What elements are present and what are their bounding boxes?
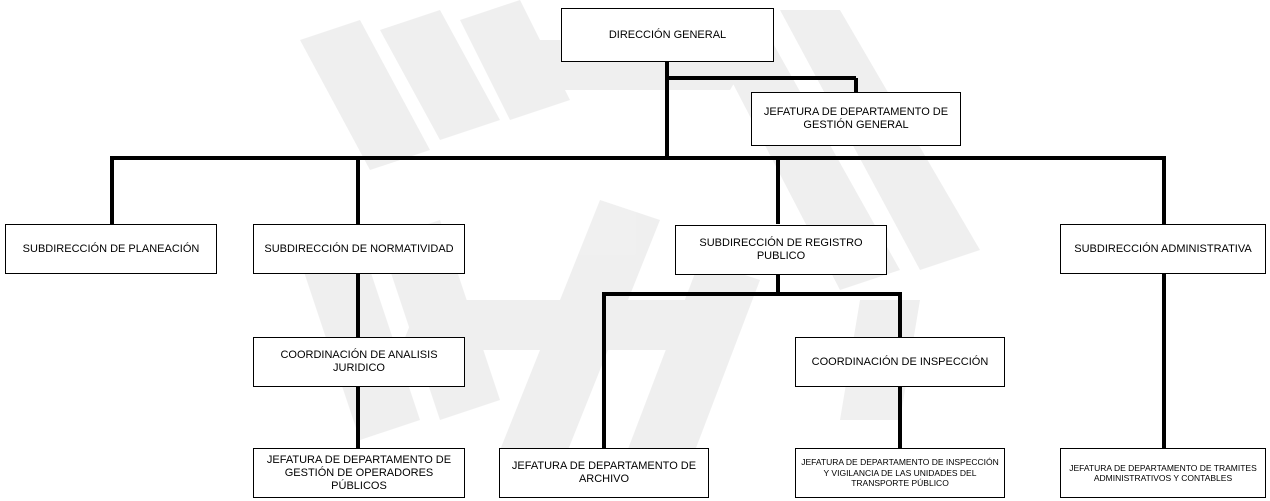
box-direccion-general: DIRECCIÓN GENERAL — [561, 8, 774, 62]
box-coordinacion-analisis-juridico: COORDINACIÓN DE ANALISIS JURIDICO — [253, 337, 465, 387]
label-subdireccion-planeacion: SUBDIRECCIÓN DE PLANEACIÓN — [22, 242, 200, 255]
box-jefatura-inspeccion-vigilancia: JEFATURA DE DEPARTAMENTO DE INSPECCIÓN Y… — [795, 448, 1005, 498]
label-direccion-general: DIRECCIÓN GENERAL — [608, 28, 727, 41]
box-jefatura-archivo: JEFATURA DE DEPARTAMENTO DE ARCHIVO — [499, 448, 709, 498]
label-jefatura-gestion-general: JEFATURA DE DEPARTAMENTO DE GESTIÓN GENE… — [763, 106, 949, 131]
label-coordinacion-inspeccion: COORDINACIÓN DE INSPECCIÓN — [811, 355, 989, 368]
box-subdireccion-planeacion: SUBDIRECCIÓN DE PLANEACIÓN — [5, 224, 217, 274]
box-jefatura-gestion-general: JEFATURA DE DEPARTAMENTO DE GESTIÓN GENE… — [751, 92, 961, 146]
label-subdireccion-normatividad: SUBDIRECCIÓN DE NORMATIVIDAD — [264, 242, 454, 255]
label-jefatura-gestion-operadores: JEFATURA DE DEPARTAMENTO DE GESTIÓN DE O… — [266, 453, 452, 492]
box-jefatura-gestion-operadores: JEFATURA DE DEPARTAMENTO DE GESTIÓN DE O… — [253, 448, 465, 498]
box-subdireccion-registro-publico: SUBDIRECCIÓN DE REGISTRO PUBLICO — [675, 225, 887, 275]
label-subdireccion-registro-publico: SUBDIRECCIÓN DE REGISTRO PUBLICO — [699, 237, 863, 262]
label-jefatura-inspeccion-vigilancia: JEFATURA DE DEPARTAMENTO DE INSPECCIÓN Y… — [801, 457, 999, 489]
label-jefatura-archivo: JEFATURA DE DEPARTAMENTO DE ARCHIVO — [511, 460, 697, 485]
box-coordinacion-inspeccion: COORDINACIÓN DE INSPECCIÓN — [795, 337, 1005, 387]
label-jefatura-tramites: JEFATURA DE DEPARTAMENTO DE TRAMITES ADM… — [1069, 462, 1257, 484]
box-jefatura-tramites: JEFATURA DE DEPARTAMENTO DE TRAMITES ADM… — [1060, 448, 1266, 498]
box-subdireccion-normatividad: SUBDIRECCIÓN DE NORMATIVIDAD — [253, 224, 465, 274]
box-subdireccion-administrativa: SUBDIRECCIÓN ADMINISTRATIVA — [1060, 224, 1266, 274]
label-coordinacion-analisis-juridico: COORDINACIÓN DE ANALISIS JURIDICO — [280, 349, 438, 374]
label-subdireccion-administrativa: SUBDIRECCIÓN ADMINISTRATIVA — [1074, 242, 1252, 255]
